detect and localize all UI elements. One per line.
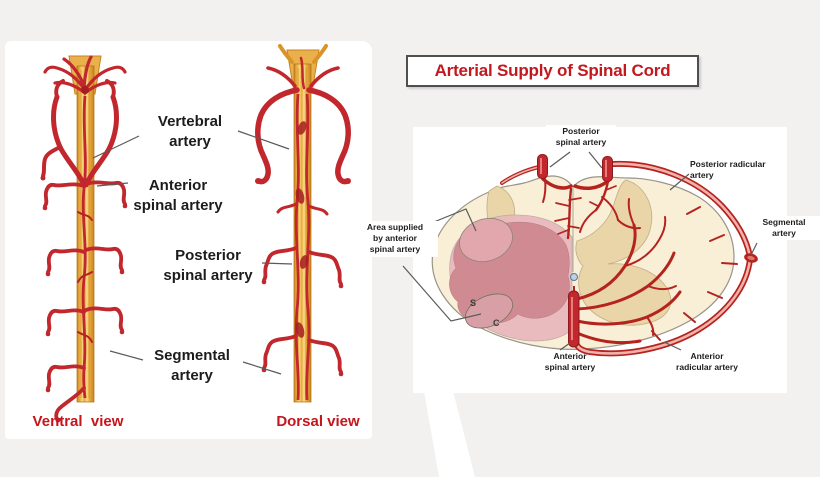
- ventral-view-caption: Ventral view: [32, 413, 124, 430]
- label-vertebral-artery: Vertebral artery: [157, 113, 223, 150]
- tract-oval: [464, 293, 514, 329]
- cross-section-figure: S C: [431, 154, 758, 357]
- pointer-lines: [92, 130, 758, 375]
- tract-marker-s: S: [470, 298, 476, 308]
- label-anterior-spinal-artery: Anterior spinal artery: [133, 177, 223, 214]
- dorsal-cord-figure: [255, 44, 351, 403]
- cs-label-area-supplied: Area supplied by anterior spinal artery: [352, 221, 438, 257]
- label-segmental-artery: Segmental artery: [154, 347, 230, 384]
- cs-label-segmental-artery: Segmental artery: [748, 216, 820, 241]
- cs-label-posterior-spinal-artery: Posterior spinal artery: [546, 125, 616, 150]
- sulcal-branches: [542, 178, 738, 345]
- ventral-cord-figure: [40, 55, 128, 423]
- anterior-spinal-artery-cylinder: [568, 286, 580, 348]
- cs-label-anterior-spinal-artery: Anterior spinal artery: [544, 351, 596, 373]
- cs-label-posterior-radicular-artery: Posterior radicular artery: [690, 159, 766, 181]
- dorsal-view-caption: Dorsal view: [276, 413, 360, 430]
- anterior-spinal-artery-line: [81, 95, 87, 399]
- segmental-arteries-dorsal: [262, 246, 343, 374]
- central-canal: [570, 273, 578, 281]
- segmental-arteries-ventral: [43, 180, 127, 421]
- label-posterior-spinal-artery: Posterior spinal artery: [163, 247, 253, 284]
- diagram-title: Arterial Supply of Spinal Cord: [406, 55, 699, 87]
- cs-label-anterior-radicular-artery: Anterior radicular artery: [676, 351, 738, 373]
- vertebral-arteries-dorsal: [255, 87, 351, 185]
- tract-marker-c: C: [493, 318, 500, 328]
- posterior-horn-oval: [459, 217, 513, 263]
- posterior-spinal-artery-cylinders: [537, 154, 613, 182]
- vertebral-arteries-ventral: [41, 79, 119, 188]
